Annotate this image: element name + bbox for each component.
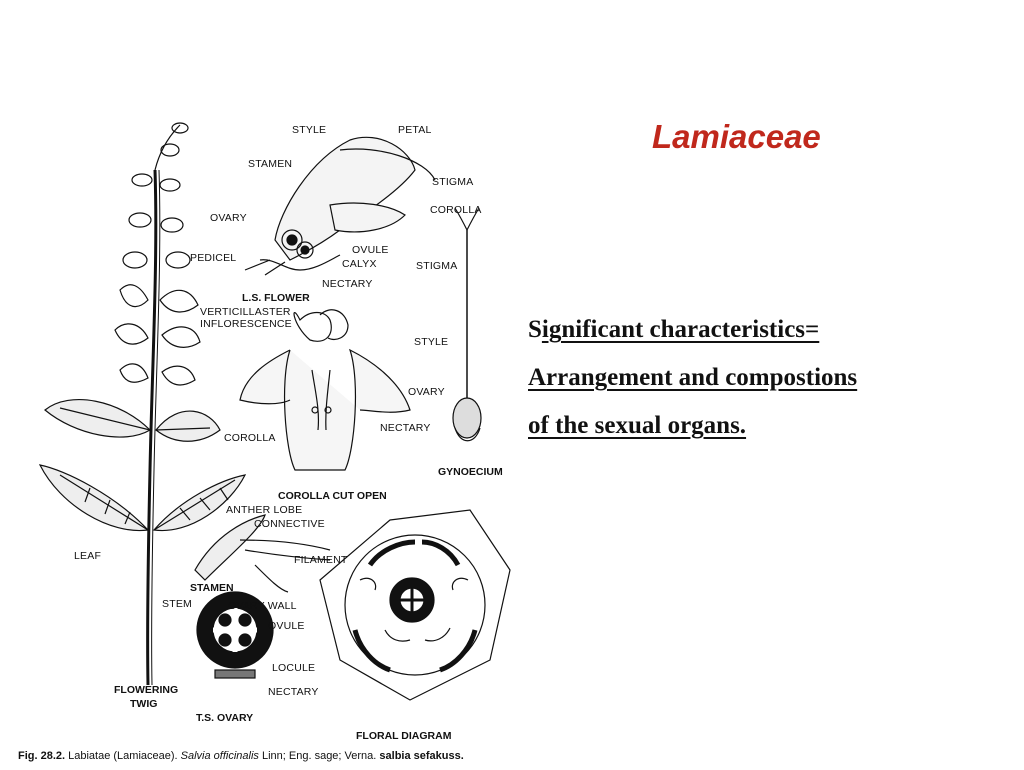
- body-line-3: of the sexual organs.: [528, 412, 747, 439]
- twig-stem: [146, 169, 158, 686]
- label-ovary: OVARY: [210, 212, 247, 224]
- figure-caption-number: Fig. 28.2.: [18, 750, 66, 762]
- label-inflorescence: INFLORESCENCE: [200, 318, 292, 330]
- figure-caption-verna: salbia sefakuss.: [379, 750, 464, 762]
- label-ovary-wall: OVARY WALL: [228, 600, 297, 612]
- ls-flower-outline: [274, 136, 416, 261]
- caption-twig: TWIG: [130, 698, 158, 710]
- botanical-figure: STYLE PETAL STAMEN STIGMA COROLLA OVARY …: [30, 110, 520, 770]
- label-style: STYLE: [292, 124, 327, 136]
- twig-leaf-1: [44, 399, 151, 438]
- twig-leaf-3: [38, 464, 150, 532]
- label-style-2: STYLE: [414, 336, 449, 348]
- body-line-1-initial: S: [528, 316, 542, 343]
- label-connective: CONNECTIVE: [254, 518, 325, 530]
- label-corolla: COROLLA: [430, 204, 482, 216]
- body-line-1: Significant characteristics=: [528, 306, 998, 354]
- label-stigma-2: STIGMA: [416, 260, 458, 272]
- botanical-illustration: [38, 122, 511, 701]
- label-stigma: STIGMA: [432, 176, 474, 188]
- caption-floral-diagram: FLORAL DIAGRAM: [356, 730, 452, 742]
- label-ovule-2: OVULE: [268, 620, 305, 632]
- caption-flowering: FLOWERING: [114, 684, 179, 696]
- label-ovule: OVULE: [352, 244, 389, 256]
- label-stem: STEM: [162, 598, 192, 610]
- caption-gynoecium: GYNOECIUM: [438, 466, 503, 478]
- figure-caption: Fig. 28.2. Labiatae (Lamiaceae). Salvia …: [18, 750, 464, 762]
- label-nectary-2: NECTARY: [380, 422, 431, 434]
- slide-body-text: Significant characteristics= Arrangement…: [528, 306, 998, 450]
- caption-ls-flower: L.S. FLOWER: [242, 292, 310, 304]
- label-nectary-3: NECTARY: [268, 686, 319, 698]
- figure-caption-text-1: Labiatae (Lamiaceae).: [65, 750, 181, 762]
- label-nectary: NECTARY: [322, 278, 373, 290]
- gynoecium-ovary: [452, 397, 482, 439]
- body-line-2: Arrangement and compostions: [528, 364, 858, 391]
- label-petal: PETAL: [398, 124, 432, 136]
- label-locule: LOCULE: [272, 662, 316, 674]
- label-leaf: LEAF: [74, 550, 102, 562]
- figure-caption-species: Salvia officinalis: [180, 750, 259, 762]
- label-calyx: CALYX: [342, 258, 377, 270]
- label-verticillaster: VERTICILLASTER: [200, 306, 291, 318]
- label-filament: FILAMENT: [294, 554, 348, 566]
- caption-corolla-cut-open: COROLLA CUT OPEN: [278, 490, 387, 502]
- stamen-drawing: [194, 514, 266, 581]
- body-line-1-rest: ignificant characteristics=: [541, 316, 820, 343]
- slide-title: Lamiaceae: [652, 118, 821, 155]
- label-pedicel: PEDICEL: [190, 252, 237, 264]
- label-corolla-2: COROLLA: [224, 432, 276, 444]
- inflorescence-spike: [154, 124, 181, 171]
- label-stamen: STAMEN: [248, 158, 293, 170]
- label-ovary-2: OVARY: [408, 386, 445, 398]
- figure-caption-text-2: Linn; Eng. sage; Verna.: [258, 750, 380, 762]
- twig-leaf-2: [155, 410, 221, 442]
- caption-ts-ovary: T.S. OVARY: [196, 712, 254, 724]
- caption-stamen: STAMEN: [190, 582, 234, 594]
- label-anther-lobe: ANTHER LOBE: [226, 504, 303, 516]
